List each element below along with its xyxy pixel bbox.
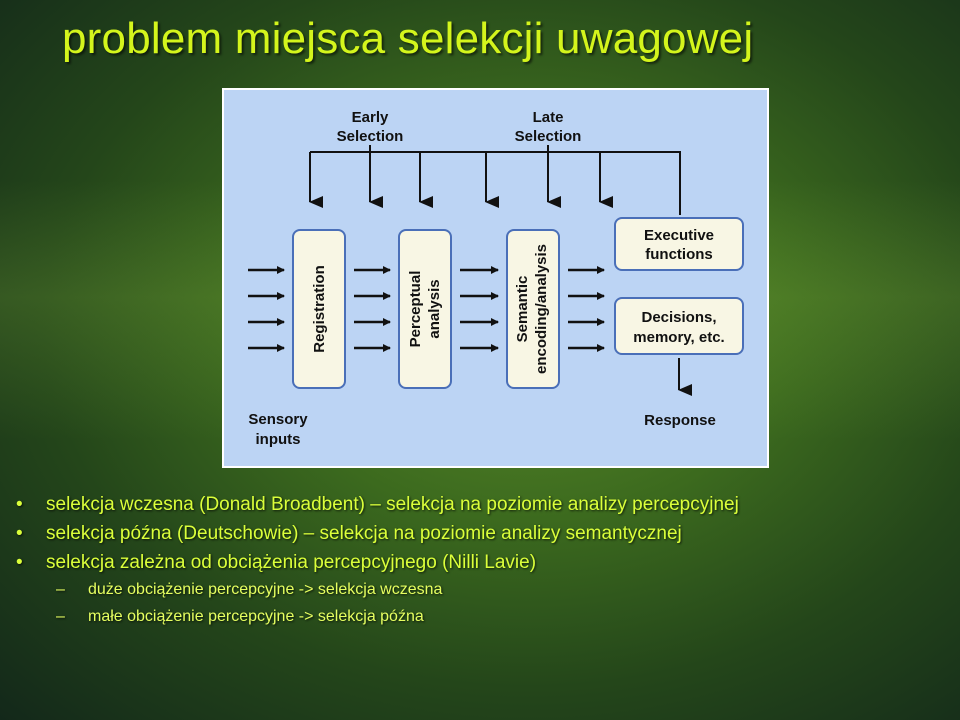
diagram-svg: Early Selection Late Selection Registrat… [248,109,744,448]
perceptual-label-line2: analysis [426,279,443,338]
bullet-marker: • [16,552,23,573]
executive-functions-box [614,217,744,271]
bullet-item: • selekcja zależna od obciążenia percepc… [14,552,954,574]
decisions-label-line2: memory, etc. [633,329,724,346]
perceptual-label-line1: Perceptual [407,271,424,348]
bullet-item: • selekcja późna (Deutschowie) – selekcj… [14,523,954,545]
late-selection-label-line2: Selection [515,128,582,145]
sub-bullet-text: małe obciążenie percepcyjne -> selekcja … [88,608,424,625]
sub-bullet-marker: – [56,608,65,625]
registration-box [292,229,346,389]
sub-bullet-text: duże obciążenie percepcyjne -> selekcja … [88,581,443,598]
sub-bullet-item: – małe obciążenie percepcyjne -> selekcj… [14,608,954,626]
sensory-inputs-label-line1: Sensory [248,411,308,428]
decisions-memory-box [614,297,744,355]
bullet-text: selekcja zależna od obciążenia percepcyj… [46,552,537,573]
bullet-list: • selekcja wczesna (Donald Broadbent) – … [14,494,954,635]
semantic-analysis-box [506,229,560,389]
sub-bullet-item: – duże obciążenie percepcyjne -> selekcj… [14,581,954,599]
sensory-inputs-label-line2: inputs [256,431,301,448]
bullet-text: selekcja wczesna (Donald Broadbent) – se… [46,494,739,515]
bullet-marker: • [16,494,23,515]
registration-label: Registration [311,265,328,353]
down-arrows [309,152,613,208]
semantic-label-line2: encoding/analysis [533,244,550,374]
executive-label-line2: functions [645,246,713,263]
input-arrows [248,266,605,352]
attention-selection-diagram: Early Selection Late Selection Registrat… [222,88,769,468]
decisions-label-line1: Decisions, [641,309,716,326]
perceptual-analysis-box [398,229,452,389]
early-selection-label-line2: Selection [337,128,404,145]
executive-label-line1: Executive [644,227,714,244]
late-selection-label-line1: Late [533,109,564,126]
bullet-text: selekcja późna (Deutschowie) – selekcja … [46,523,682,544]
semantic-label-line1: Semantic [514,276,531,343]
sub-bullet-marker: – [56,581,65,598]
bullet-item: • selekcja wczesna (Donald Broadbent) – … [14,494,954,516]
early-selection-label-line1: Early [352,109,389,126]
response-label: Response [644,412,716,429]
bullet-marker: • [16,523,23,544]
feedback-lines [310,145,681,215]
slide-title: problem miejsca selekcji uwagowej [62,14,754,63]
